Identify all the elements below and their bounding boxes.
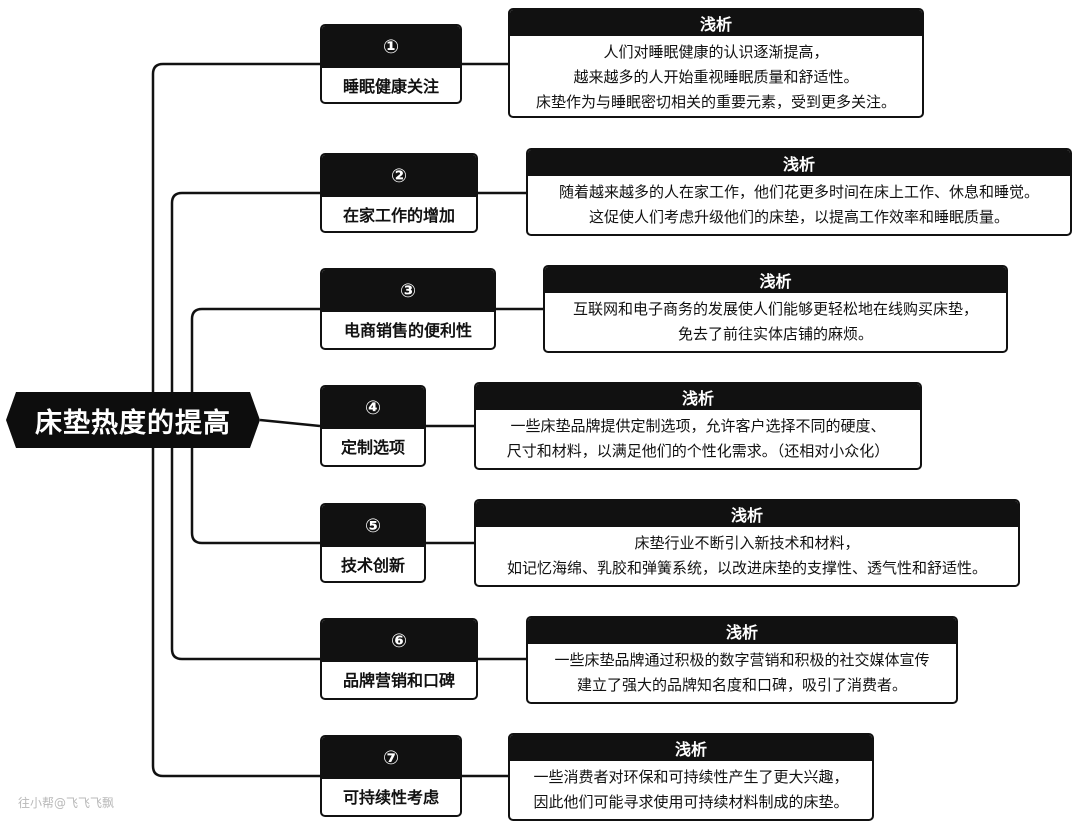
connector-root-5 (190, 420, 320, 545)
branch-number-5: ⑤ (322, 505, 424, 547)
note-heading-4: 浅析 (476, 384, 920, 410)
branch-title-6: 品牌营销和口碑 (342, 671, 455, 690)
note-7-line-1: 一些消费者对环保和可持续性产生了更大兴趣， (533, 768, 849, 786)
note-heading-2: 浅析 (528, 150, 1070, 176)
branch-node-1: ① 睡眠健康关注 (320, 24, 462, 104)
note-1-line-1: 人们对睡眠健康的认识逐渐提高， (603, 43, 829, 61)
note-2-line-1: 随着越来越多的人在家工作，他们花更多时间在床上工作、休息和睡觉。 (558, 183, 1039, 201)
note-3-line-1: 互联网和电子商务的发展使人们能够更轻松地在线购买床垫， (572, 300, 978, 318)
note-body-3: 互联网和电子商务的发展使人们能够更轻松地在线购买床垫， 免去了前往实体店铺的麻烦… (545, 293, 1006, 351)
note-1-line-2: 越来越多的人开始重视睡眠质量和舒适性。 (573, 68, 859, 86)
note-6-line-2: 建立了强大的品牌知名度和口碑，吸引了消费者。 (576, 676, 907, 694)
note-heading-6: 浅析 (528, 618, 956, 644)
branch-node-3: ③ 电商销售的便利性 (320, 268, 496, 350)
branch-number-1: ① (322, 26, 460, 68)
connector-root-6 (170, 420, 320, 661)
note-6: 浅析 一些床垫品牌通过积极的数字营销和积极的社交媒体宣传 建立了强大的品牌知名度… (526, 616, 958, 704)
branch-node-4: ④ 定制选项 (320, 385, 426, 467)
note-body-5: 床垫行业不断引入新技术和材料， 如记忆海绵、乳胶和弹簧系统，以改进床垫的支撑性、… (476, 527, 1018, 585)
note-body-7: 一些消费者对环保和可持续性产生了更大兴趣， 因此他们可能寻求使用可持续材料制成的… (510, 761, 872, 819)
note-heading-5: 浅析 (476, 501, 1018, 527)
watermark: 往小帮@飞飞飞飘 (18, 796, 115, 810)
note-heading-1: 浅析 (510, 10, 922, 36)
branch-title-7: 可持续性考虑 (342, 788, 439, 807)
connector-root-1 (151, 62, 320, 420)
branch-number-7: ⑦ (322, 737, 460, 779)
note-7: 浅析 一些消费者对环保和可持续性产生了更大兴趣， 因此他们可能寻求使用可持续材料… (508, 733, 874, 821)
connector-root-3 (190, 307, 320, 420)
branch-number-2: ② (322, 155, 476, 197)
branch-node-7: ⑦ 可持续性考虑 (320, 735, 462, 817)
branch-title-5: 技术创新 (340, 556, 405, 575)
note-6-line-1: 一些床垫品牌通过积极的数字营销和积极的社交媒体宣传 (554, 651, 930, 669)
branch-number-3: ③ (322, 270, 494, 312)
branch-node-5: ⑤ 技术创新 (320, 503, 426, 583)
connector-root-7 (151, 420, 320, 778)
note-1: 浅析 人们对睡眠健康的认识逐渐提高， 越来越多的人开始重视睡眠质量和舒适性。 床… (508, 8, 924, 118)
note-4-line-1: 一些床垫品牌提供定制选项，允许客户选择不同的硬度、 (510, 417, 886, 435)
note-3-line-2: 免去了前往实体店铺的麻烦。 (677, 325, 873, 343)
branch-number-6: ⑥ (322, 620, 476, 662)
note-4-line-2: 尺寸和材料，以满足他们的个性化需求。（还相对小众化） (506, 442, 890, 460)
branch-title-3: 电商销售的便利性 (343, 321, 472, 340)
connector-root-4 (259, 418, 321, 428)
note-4: 浅析 一些床垫品牌提供定制选项，允许客户选择不同的硬度、 尺寸和材料，以满足他们… (474, 382, 922, 470)
branch-title-1: 睡眠健康关注 (342, 77, 439, 96)
root-topic: 床垫热度的提高 (6, 392, 260, 448)
note-2: 浅析 随着越来越多的人在家工作，他们花更多时间在床上工作、休息和睡觉。 这促使人… (526, 148, 1072, 236)
note-1-line-3: 床垫作为与睡眠密切相关的重要元素，受到更多关注。 (535, 93, 896, 111)
branch-title-2: 在家工作的增加 (342, 206, 455, 225)
branch-number-4: ④ (322, 387, 424, 429)
note-3: 浅析 互联网和电子商务的发展使人们能够更轻松地在线购买床垫， 免去了前往实体店铺… (543, 265, 1008, 353)
branch-title-4: 定制选项 (340, 438, 405, 457)
note-5-line-1: 床垫行业不断引入新技术和材料， (634, 534, 860, 552)
note-heading-7: 浅析 (510, 735, 872, 761)
root-title: 床垫热度的提高 (35, 407, 231, 439)
note-7-line-2: 因此他们可能寻求使用可持续材料制成的床垫。 (533, 793, 849, 811)
note-5: 浅析 床垫行业不断引入新技术和材料， 如记忆海绵、乳胶和弹簧系统，以改进床垫的支… (474, 499, 1020, 587)
branch-node-6: ⑥ 品牌营销和口碑 (320, 618, 478, 700)
note-body-4: 一些床垫品牌提供定制选项，允许客户选择不同的硬度、 尺寸和材料，以满足他们的个性… (476, 410, 920, 468)
note-body-6: 一些床垫品牌通过积极的数字营销和积极的社交媒体宣传 建立了强大的品牌知名度和口碑… (528, 644, 956, 702)
note-heading-3: 浅析 (545, 267, 1006, 293)
note-5-line-2: 如记忆海绵、乳胶和弹簧系统，以改进床垫的支撑性、透气性和舒适性。 (506, 559, 987, 577)
note-2-line-2: 这促使人们考虑升级他们的床垫，以提高工作效率和睡眠质量。 (588, 208, 1009, 226)
note-body-2: 随着越来越多的人在家工作，他们花更多时间在床上工作、休息和睡觉。 这促使人们考虑… (528, 176, 1070, 234)
note-body-1: 人们对睡眠健康的认识逐渐提高， 越来越多的人开始重视睡眠质量和舒适性。 床垫作为… (510, 36, 922, 116)
branch-node-2: ② 在家工作的增加 (320, 153, 478, 233)
connector-root-2 (170, 191, 320, 420)
